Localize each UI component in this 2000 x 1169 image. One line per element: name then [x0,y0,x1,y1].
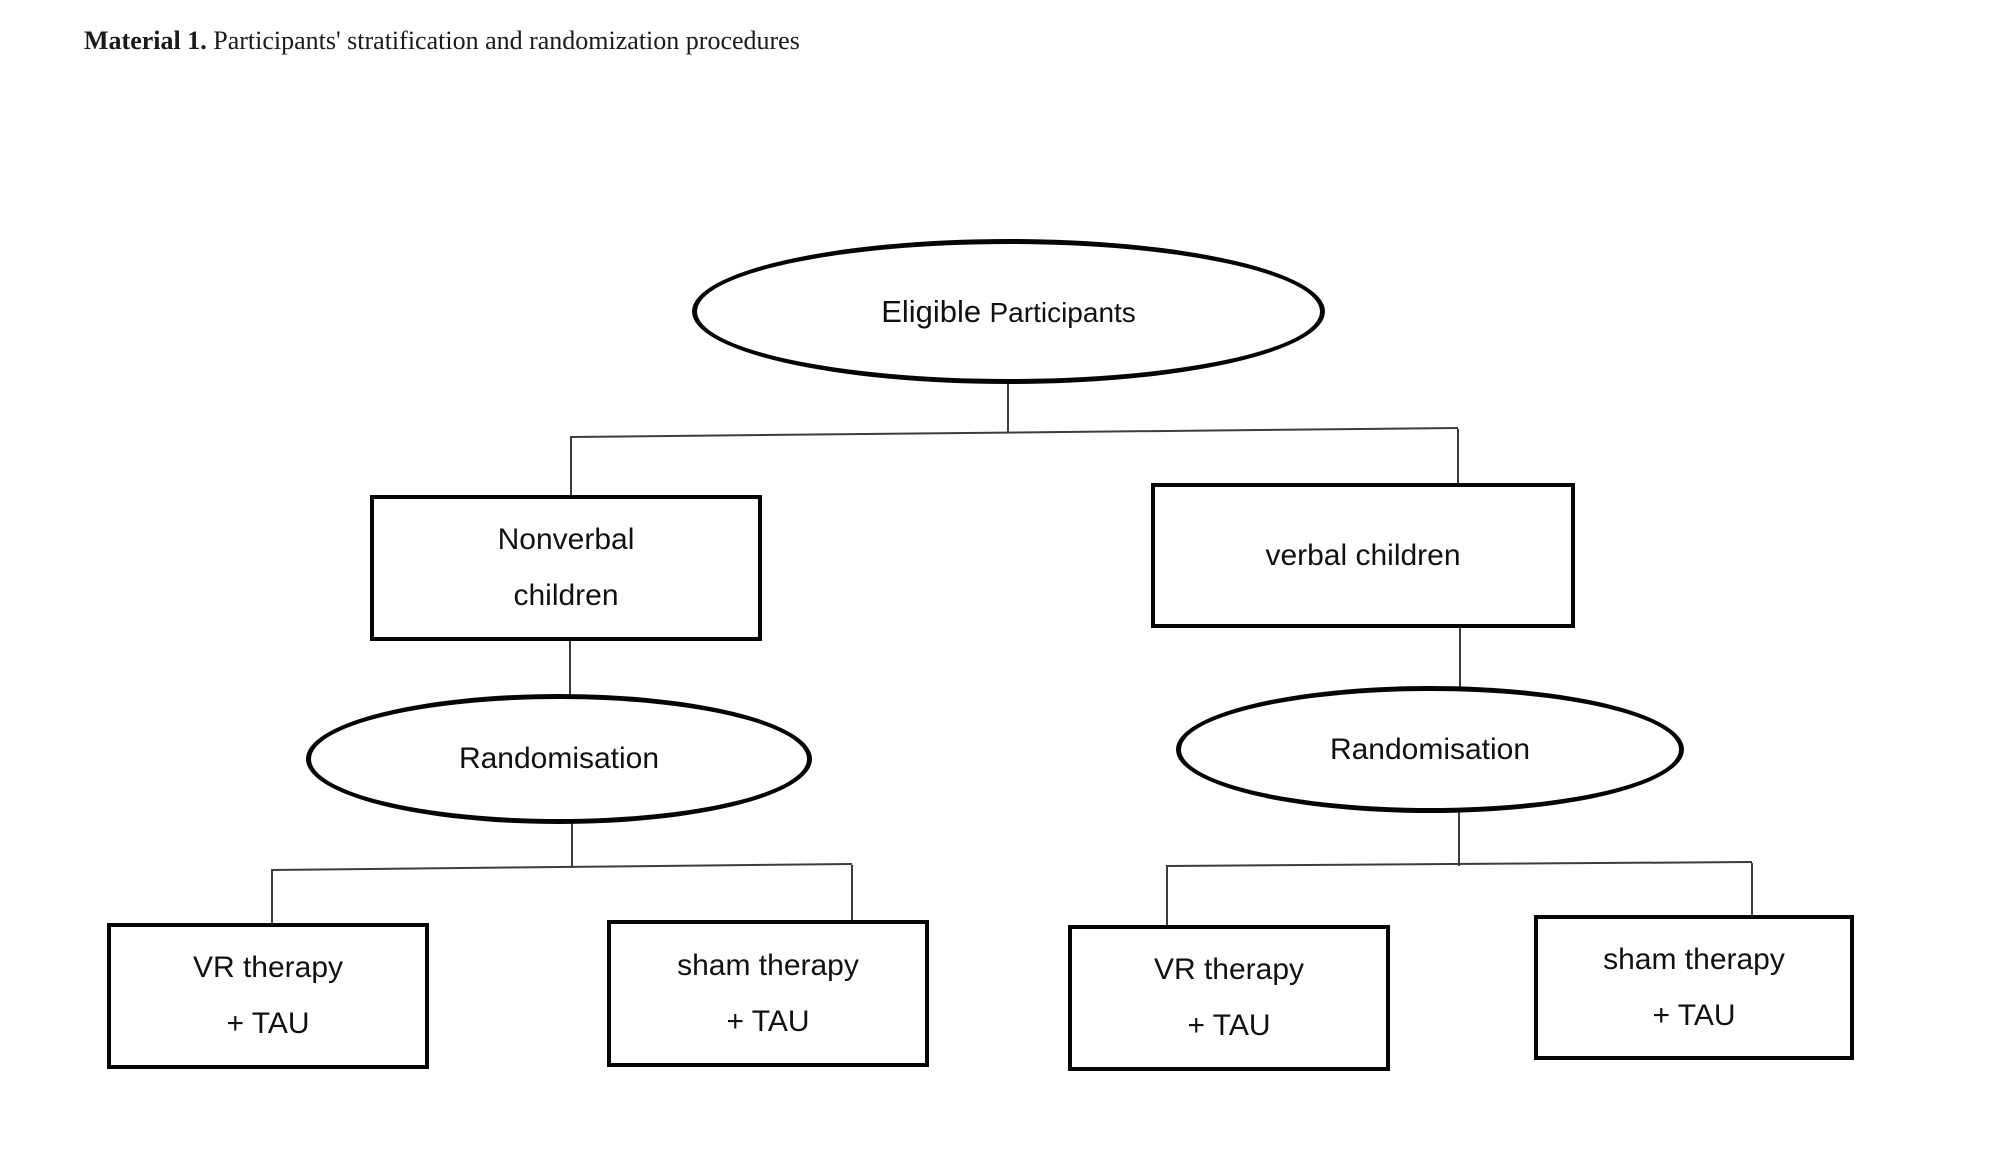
node-label-line2: children [513,579,619,612]
node-label-word1: Eligible [881,293,982,329]
node-verbal-children: verbal children [1151,483,1575,628]
node-randomisation-left: Randomisation [306,694,812,824]
node-label-line1: VR therapy [192,951,344,984]
node-label-line1: sham therapy [1603,942,1785,976]
node-vr-therapy-tau-left: VR therapy + TAU [107,923,429,1069]
caption-text: Participants' stratification and randomi… [206,26,800,55]
node-label: Randomisation [458,742,660,775]
node-sham-therapy-tau-left: sham therapy + TAU [607,920,929,1067]
node-label-line2: + TAU [726,1004,810,1038]
node-label-line2: + TAU [1652,998,1736,1032]
node-label-line2: + TAU [226,1007,310,1040]
node-label-word2: Participants [989,296,1136,328]
node-label-line1: VR therapy [1153,953,1305,986]
node-nonverbal-children: Nonverbal children [370,495,762,641]
node-randomisation-right: Randomisation [1176,686,1684,813]
node-label: Eligible Participants [881,294,1136,330]
node-label-line2: + TAU [1187,1009,1271,1042]
caption-label: Material 1. [84,26,207,55]
figure-caption: Material 1. Participants' stratification… [84,26,800,56]
node-label: Randomisation [1329,732,1531,766]
node-eligible-participants: Eligible Participants [692,239,1325,384]
node-label-line1: Nonverbal [497,523,635,556]
node-vr-therapy-tau-right: VR therapy + TAU [1068,925,1390,1071]
node-label-line1: sham therapy [677,948,859,982]
node-label: verbal children [1265,538,1461,572]
node-sham-therapy-tau-right: sham therapy + TAU [1534,915,1854,1060]
